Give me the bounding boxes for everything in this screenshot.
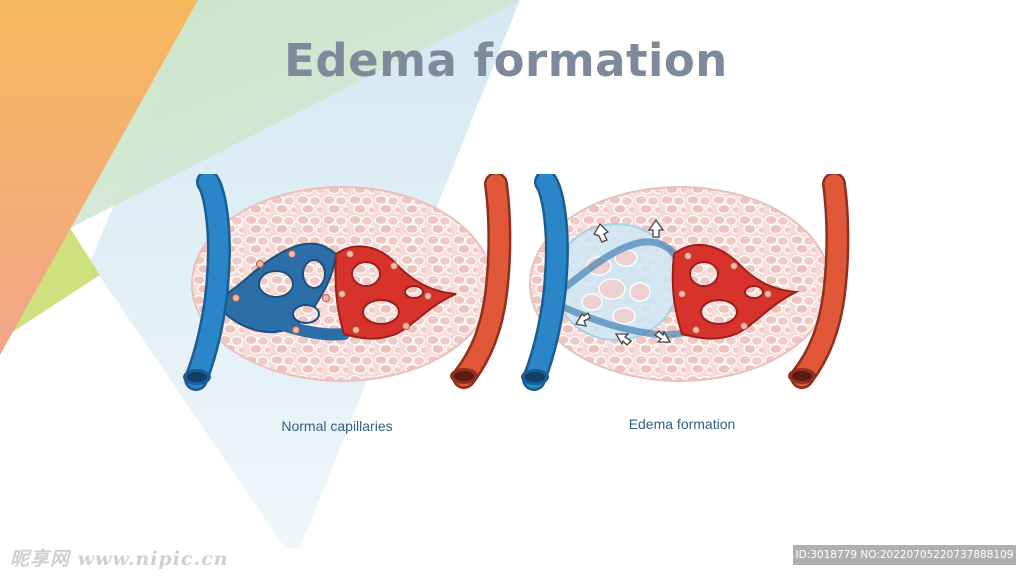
image-id-badge: ID:3018779 NO:20220705220737888109 xyxy=(793,545,1016,565)
caption-normal-capillaries: Normal capillaries xyxy=(281,418,393,434)
site-watermark: 昵享网 www.nipic.cn xyxy=(10,548,229,570)
normal-capillaries-illustration xyxy=(183,174,512,391)
bg-triangle-orange xyxy=(0,0,198,355)
caption-edema-formation: Edema formation xyxy=(628,416,736,432)
bg-triangle-lime xyxy=(0,228,100,340)
fluid-leak-arrows xyxy=(574,218,672,346)
edema-formation-illustration xyxy=(521,174,850,391)
page-title: Edema formation xyxy=(284,34,728,87)
